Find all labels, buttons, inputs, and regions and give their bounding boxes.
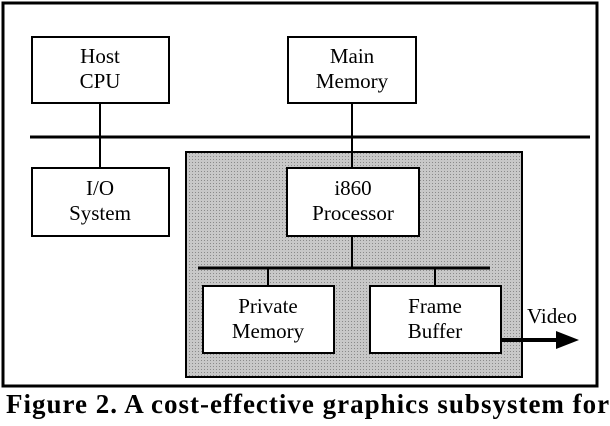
host-cpu-box: Host CPU xyxy=(31,36,170,104)
private-memory-box: Private Memory xyxy=(202,285,335,354)
main-memory-label-line2: Memory xyxy=(316,69,389,93)
frame-buffer-box: Frame Buffer xyxy=(369,285,502,354)
host-cpu-label-line2: CPU xyxy=(80,69,121,93)
i860-processor-label-line2: Processor xyxy=(312,201,394,225)
main-memory-label-line1: Main xyxy=(330,44,375,68)
io-system-box: I/O System xyxy=(31,167,170,237)
private-memory-label-line1: Private xyxy=(238,294,297,318)
host-cpu-label-line1: Host xyxy=(80,44,120,68)
main-memory-box: Main Memory xyxy=(287,36,417,104)
frame-buffer-label-line2: Buffer xyxy=(408,319,462,343)
io-system-label-line1: I/O xyxy=(86,176,114,200)
io-system-label-line2: System xyxy=(69,201,131,225)
frame-buffer-label-line1: Frame xyxy=(408,294,462,318)
video-label: Video xyxy=(527,304,577,328)
i860-processor-box: i860 Processor xyxy=(286,167,420,237)
private-memory-label-line2: Memory xyxy=(232,319,305,343)
figure-caption: Figure 2. A cost-effective graphics subs… xyxy=(6,389,610,419)
i860-processor-label-line1: i860 xyxy=(334,176,371,200)
video-output-arrowhead-icon xyxy=(556,331,579,349)
